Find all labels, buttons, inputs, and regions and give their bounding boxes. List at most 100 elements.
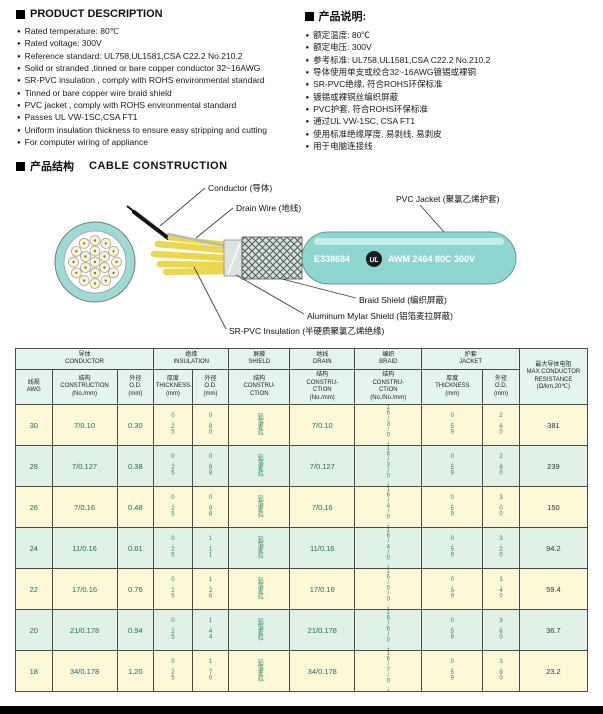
footer-bar <box>0 706 603 714</box>
cell-conductor-od: 0.38 <box>116 445 155 488</box>
cell-awg: 24 <box>15 527 53 570</box>
cell-resistance: 239 <box>518 445 589 488</box>
cell-conductor-construction: 21/0.178 <box>51 609 118 652</box>
table-row: 24 11/0.16 0.61 0.25 1.11 铝箔麦拉 11/0.16 1… <box>15 527 589 570</box>
label-braid-shield: Braid Shield (编织屏蔽) <box>359 295 447 305</box>
cell-insulation-thickness: 0.25 <box>153 486 193 529</box>
cell-awg: 26 <box>15 486 53 529</box>
bullet-item: PVC jacket , comply with ROHS environmen… <box>17 99 305 111</box>
cell-shield: 铝箔麦拉 <box>228 650 291 693</box>
cell-conductor-od: 0.61 <box>116 527 155 570</box>
cell-insulation-od: 1.44 <box>191 609 230 652</box>
bullet-item: 通过UL VW-1SC, CSA FT1 <box>306 115 594 127</box>
bullet-item: 使用标准绝缘厚度, 易剥线, 易剥皮 <box>306 128 594 140</box>
cell-insulation-od: 0.80 <box>191 404 230 447</box>
jacket-sheen <box>314 238 504 246</box>
cell-braid: 16/3/0.10 <box>354 404 423 447</box>
cell-conductor-construction: 17/0.16 <box>51 568 118 611</box>
drain-wire <box>166 232 228 248</box>
cell-jacket-thickness: 0.59 <box>421 609 484 652</box>
cell-jacket-thickness: 0.59 <box>421 445 484 488</box>
group-braid: 编织 BRAID <box>354 348 423 371</box>
cell-drain: 7/0.10 <box>289 404 356 447</box>
group-jacket: 护套 JACKET <box>421 348 520 371</box>
square-bullet-icon <box>304 11 314 21</box>
construction-title-en: CABLE CONSTRUCTION <box>89 160 228 173</box>
braid-shield <box>241 236 303 280</box>
spec-table: 导体 CONDUCTOR 绝缘 INSULATION 屏蔽 SHIELD 地线 … <box>14 348 589 693</box>
bullet-item: Uniform insulation thickness to ensure e… <box>17 124 305 136</box>
cell-conductor-construction: 7/0.10 <box>51 404 118 447</box>
cell-insulation-thickness: 0.25 <box>153 404 193 447</box>
cell-shield: 铝箔麦拉 <box>228 609 291 652</box>
col-shield-construction: 结构 CONSTRU- CTION <box>228 369 291 406</box>
cell-conductor-od: 0.30 <box>116 404 155 447</box>
ul-mark-text: UL <box>369 257 378 264</box>
diagram-labels: Conductor (导体) Drain Wire (地线) PVC Jacke… <box>159 183 500 336</box>
bullet-item: PVC护套, 符合ROHS环保标准 <box>306 103 594 115</box>
description-cn: 产品说明: 额定温度: 80℃ 额定电压: 300V 参考标准: UL758,U… <box>304 8 594 152</box>
cell-shield: 铝箔麦拉 <box>228 404 291 447</box>
cell-jacket-od: 3.60 <box>482 609 520 652</box>
cable-print-approval: E338684 <box>314 254 350 264</box>
cell-jacket-od: 3.40 <box>482 568 520 611</box>
cell-jacket-od: 3.20 <box>482 527 520 570</box>
cable-stripped-view: E338684 UL AWM 2464 80C 300V <box>126 205 517 285</box>
bullet-item: SR-PVC绝缘, 符合ROHS环保标准 <box>306 78 594 90</box>
cell-drain: 34/0.178 <box>289 650 356 693</box>
cell-conductor-construction: 7/0.16 <box>51 486 118 529</box>
group-resistance: 最大导体电阻 MAX CONDUCTOR RESISTANCE (Ω/km,20… <box>518 348 589 406</box>
table-row: 20 21/0.178 0.94 0.25 1.44 铝箔麦拉 21/0.178… <box>15 609 589 652</box>
bullet-item: Rated temperature: 80℃ <box>17 25 305 37</box>
group-conductor: 导体 CONDUCTOR <box>14 348 155 371</box>
cell-jacket-thickness: 0.59 <box>421 404 484 447</box>
cell-drain: 7/0.16 <box>289 486 356 529</box>
square-bullet-icon <box>16 161 25 171</box>
table-row: 22 17/0.16 0.76 0.25 1.26 铝箔麦拉 17/0.16 1… <box>15 568 589 611</box>
bullet-item: 导体使用单支或绞合32~16AWG镀锡或裸铜 <box>306 66 594 78</box>
cell-resistance: 23.2 <box>518 650 589 693</box>
product-description-cn-list: 额定温度: 80℃ 额定电压: 300V 参考标准: UL758,UL1581,… <box>305 29 594 152</box>
cell-insulation-thickness: 0.25 <box>153 445 193 488</box>
col-insulation-thickness: 厚度 THICKNESS (mm) <box>153 369 193 406</box>
description-en: PRODUCT DESCRIPTION Rated temperature: 8… <box>16 8 305 152</box>
col-awg: 线规 AWG <box>15 369 53 406</box>
table-row: 28 7/0.127 0.38 0.25 0.88 铝箔麦拉 7/0.127 1… <box>15 445 589 488</box>
bullet-item: 用于电脑连接线 <box>306 140 594 152</box>
cell-braid: 16/5/0.10 <box>354 568 423 611</box>
cell-jacket-od: 2.80 <box>482 445 520 488</box>
cell-resistance: 36.7 <box>518 609 589 652</box>
cell-awg: 20 <box>15 609 53 652</box>
cell-jacket-thickness: 0.59 <box>421 568 484 611</box>
table-row: 30 7/0.10 0.30 0.25 0.80 铝箔麦拉 7/0.10 16/… <box>15 404 589 447</box>
cell-braid: 16/3/0.10 <box>354 445 423 488</box>
table-group-header-row: 导体 CONDUCTOR 绝缘 INSULATION 屏蔽 SHIELD 地线 … <box>14 348 589 406</box>
insulated-core <box>162 267 228 276</box>
cell-conductor-od: 0.94 <box>116 609 155 652</box>
bullet-item: Tinned or bare copper wire braid shield <box>17 87 305 99</box>
cell-awg: 28 <box>15 445 53 488</box>
cell-insulation-thickness: 0.25 <box>153 527 193 570</box>
cell-braid: 16/4/0.10 <box>354 486 423 529</box>
col-jacket-thickness: 厚度 THICKNESS (mm) <box>421 369 484 406</box>
label-drain-wire: Drain Wire (地线) <box>236 203 301 213</box>
cell-insulation-od: 0.98 <box>191 486 230 529</box>
product-description-heading: PRODUCT DESCRIPTION <box>16 8 305 20</box>
core-strand-dots <box>72 239 118 285</box>
bullet-item: 镀锡或裸铜丝编织屏蔽 <box>306 91 594 103</box>
cell-conductor-construction: 34/0.178 <box>51 650 118 693</box>
description-section: PRODUCT DESCRIPTION Rated temperature: 8… <box>0 0 603 152</box>
cell-shield: 铝箔麦拉 <box>228 486 291 529</box>
label-srpvc-insulation: SR-PVC Insulation (半硬质聚氯乙烯绝缘) <box>229 326 385 336</box>
cell-conductor-od: 0.76 <box>116 568 155 611</box>
cell-jacket-od: 3.90 <box>482 650 520 693</box>
group-drain: 地线 DRAIN <box>289 348 356 371</box>
cell-insulation-thickness: 0.25 <box>153 568 193 611</box>
cell-drain: 7/0.127 <box>289 445 356 488</box>
cell-jacket-od: 2.60 <box>482 404 520 447</box>
cell-drain: 21/0.178 <box>289 609 356 652</box>
col-drain-construction: 结构 CONSTRU- CTION (No./mm) <box>289 369 356 406</box>
cell-insulation-od: 0.88 <box>191 445 230 488</box>
construction-heading: 产品结构 CABLE CONSTRUCTION <box>16 158 603 174</box>
cable-cross-section <box>54 221 136 303</box>
